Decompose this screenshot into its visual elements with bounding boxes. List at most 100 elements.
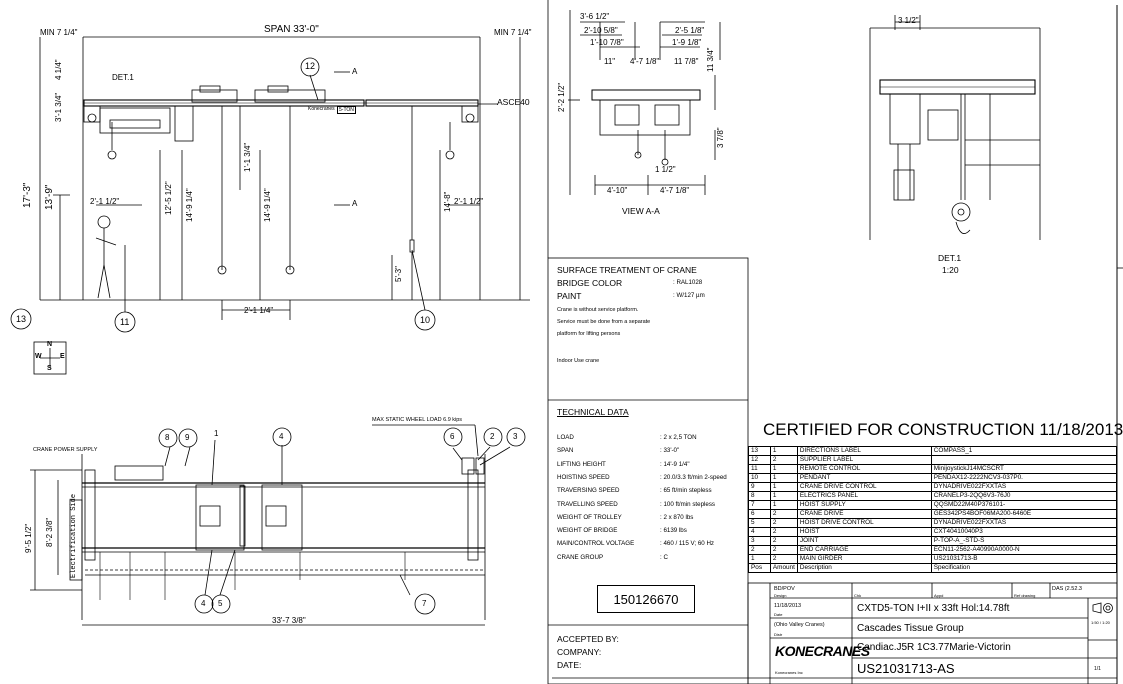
tech-row-value: : 33'-0" — [660, 447, 680, 455]
dim-14a: 14'-9 1/4" — [185, 188, 194, 222]
parts-cell-pos: 4 — [748, 527, 771, 537]
parts-cell-qty: 2 — [769, 509, 798, 519]
tech-row-label: WEIGHT OF TROLLEY — [557, 513, 622, 521]
aa-dim-14: 4'-7 1/8" — [660, 186, 690, 195]
trolley-tag: 5-TON — [337, 106, 356, 114]
callout-6: 6 — [450, 432, 455, 441]
det-label: DET.1 — [112, 73, 134, 82]
view-aa-lines — [568, 10, 721, 195]
plan-view-lines — [30, 424, 526, 626]
callout-4-top: 4 — [279, 432, 284, 441]
company-label: COMPANY: — [557, 647, 602, 657]
callout-10: 10 — [420, 315, 431, 325]
compass-w: W — [35, 353, 42, 360]
parts-cell-pos: 7 — [748, 500, 771, 510]
bridge-color-label: BRIDGE COLOR — [557, 278, 623, 288]
parts-cell-qty: 1 — [769, 491, 798, 501]
plan-dim-inner: 8'-2 3/8" — [45, 517, 54, 547]
wheel-load-label: MAX STATIC WHEEL LOAD 6.9 kips — [372, 417, 463, 423]
surface-note-4: Indoor Use crane — [557, 358, 600, 364]
projection-symbol-icon — [1092, 602, 1114, 614]
tech-row-value: : 460 / 115 V; 60 Hz — [660, 540, 715, 548]
parts-cell-pos: 1 — [748, 554, 771, 564]
parts-cell-code — [930, 455, 1118, 465]
parts-cell-qty: 2 — [769, 527, 798, 537]
brand-tag: Konecranes — [308, 106, 335, 112]
section-a-top: A — [352, 67, 358, 76]
tech-row-value: : 20.0/3.3 ft/min 2-speed — [660, 473, 727, 481]
aa-dim-10: 2'-2 1/2" — [557, 82, 566, 112]
tech-row-label: LOAD — [557, 434, 574, 441]
callout-12: 12 — [305, 61, 316, 71]
title-line-2: Cascades Tissue Group — [857, 623, 964, 634]
order-number-box: 150126670 — [597, 585, 695, 613]
dim-14c: 14'-8" — [443, 191, 452, 212]
paint-value: : W/127 µm — [673, 292, 705, 299]
det1-lines — [869, 15, 1041, 240]
order-number: 150126670 — [613, 592, 679, 607]
parts-cell-qty: 2 — [769, 518, 798, 528]
aa-dim-12: 1 1/2" — [655, 165, 676, 174]
parts-cell-code: MinijoystickJ14MCSCRT — [930, 464, 1118, 474]
callout-9: 9 — [185, 433, 190, 442]
parts-cell-name: PENDANT — [796, 473, 932, 483]
parts-cell-code: GES342PS4BOF06MA200-6460E — [930, 509, 1118, 519]
aa-dim-3: 1'-10 7/8" — [590, 38, 624, 47]
tech-row-value: : 2 x 2,5 TON — [660, 434, 697, 441]
parts-cell-name: SUPPLIER LABEL — [796, 455, 932, 465]
parts-cell-name: ELECTRICS PANEL — [796, 491, 932, 501]
das-version: DAS (2.52.3 — [1052, 586, 1082, 592]
dim-carriage: 3'-1 3/4" — [54, 92, 63, 122]
parts-cell-pos: 3 — [748, 536, 771, 546]
parts-cell-code: COMPASS_1 — [930, 446, 1118, 456]
compass-e: E — [60, 353, 65, 360]
paint-label: PAINT — [557, 291, 582, 301]
tech-row-value: : C — [660, 553, 668, 561]
aa-dim-13: 4'-10" — [607, 186, 628, 195]
parts-cell-pos: 12 — [748, 455, 771, 465]
det1-title: DET.1 — [938, 253, 962, 263]
aa-dim-1: 3'-6 1/2" — [580, 12, 610, 21]
parts-cell-name: MAIN GIRDER — [796, 554, 932, 564]
span-label: SPAN 33'-0" — [264, 24, 319, 35]
dim-1: 1'-1 3/4" — [243, 142, 252, 172]
parts-header-row: Pos Amount Description Specification — [748, 563, 1118, 573]
callout-1: 1 — [214, 429, 219, 438]
surface-heading: SURFACE TREATMENT OF CRANE — [557, 265, 697, 275]
check-label: Chk — [854, 593, 862, 598]
tech-row-label: TRAVERSING SPEED — [557, 487, 620, 495]
sheet-number: 1/1 — [1094, 666, 1101, 672]
parts-cell-pos: 10 — [748, 473, 771, 483]
parts-cell-pos: 9 — [748, 482, 771, 492]
bridge-color-value: : RAL1028 — [673, 279, 703, 286]
parts-cell-qty: 2 — [769, 545, 798, 555]
aa-dim-8: 11" — [604, 57, 616, 66]
parts-header-name: Description — [796, 563, 932, 573]
drawing-date: 11/18/2013 — [774, 603, 802, 609]
ref-drawing-label: Ref drawing — [1014, 593, 1036, 598]
tech-row-value: : 6139 lbs — [660, 527, 687, 535]
parts-cell-pos: 5 — [748, 518, 771, 528]
min-right-label: MIN 7 1/4" — [494, 28, 532, 37]
compass-n: N — [47, 341, 53, 348]
aa-dim-9: 11 3/4" — [706, 47, 715, 73]
surface-note-1: Crane is without service platform. — [557, 307, 639, 313]
dim-right-offset: 2'-1 1/2" — [454, 197, 484, 206]
callout-7: 7 — [422, 599, 427, 608]
certified-stamp: CERTIFIED FOR CONSTRUCTION 11/18/2013 — [763, 420, 1123, 439]
surface-note-2: Service must be done from a separate — [557, 319, 651, 325]
approved-label: Appd — [934, 593, 944, 598]
section-a-bottom: A — [352, 199, 358, 208]
callout-13: 13 — [16, 314, 27, 324]
title-line-1: CXTD5-TON I+II x 33ft Hol:14.78ft — [857, 603, 1010, 614]
dim-left-offset: 2'-1 1/2" — [90, 197, 120, 206]
accepted-by-label: ACCEPTED BY: — [557, 634, 619, 644]
parts-cell-qty: 1 — [769, 446, 798, 456]
